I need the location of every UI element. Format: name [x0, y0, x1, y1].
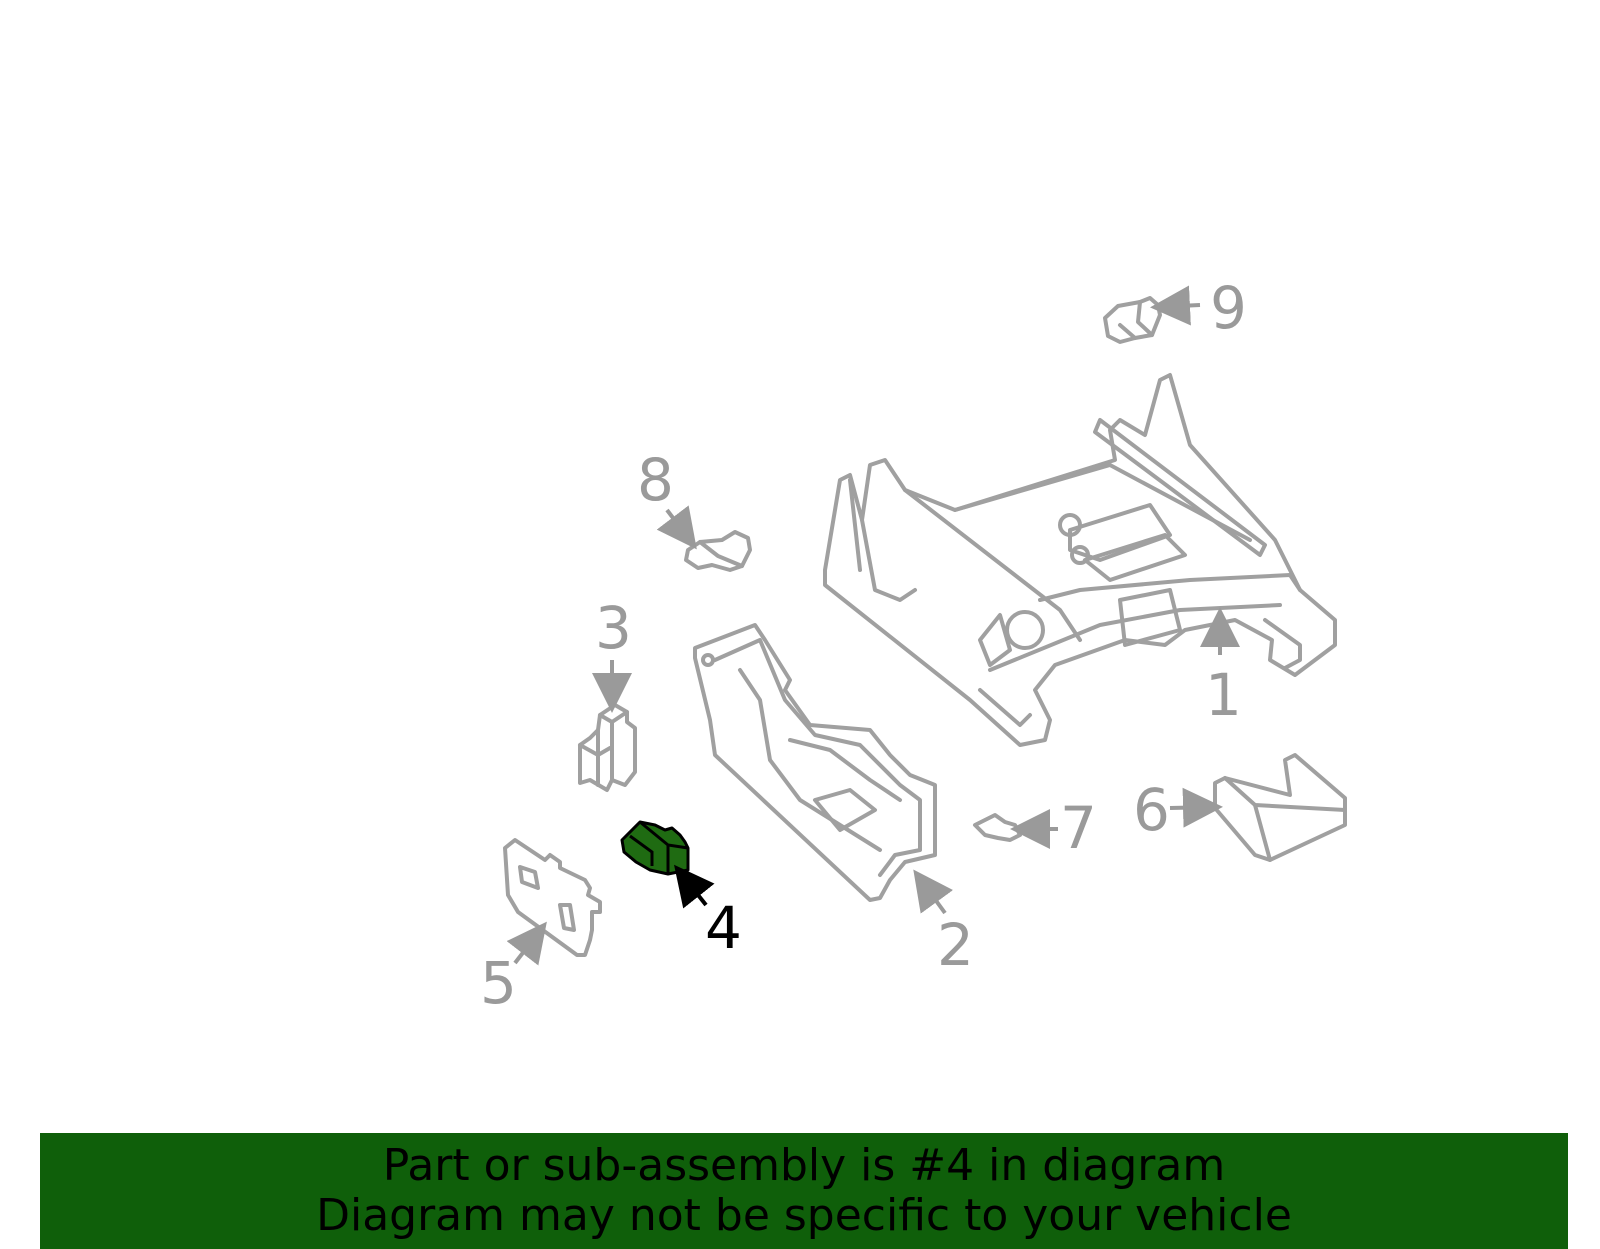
banner-line-1: Part or sub-assembly is #4 in diagram [382, 1140, 1226, 1191]
callout-2: 2 [937, 911, 974, 979]
part-9-cap[interactable] [1103, 296, 1162, 344]
part-4-knob-highlighted[interactable] [620, 820, 690, 876]
leader-2 [913, 869, 954, 915]
leader-8 [656, 505, 697, 550]
part-5-bezel[interactable] [503, 838, 602, 957]
part-8-cap[interactable] [684, 530, 752, 572]
callout-3: 3 [595, 594, 632, 662]
part-3-switch[interactable] [578, 703, 637, 792]
part-1-seat-frame[interactable] [823, 373, 1337, 747]
callout-7: 7 [1060, 794, 1097, 862]
leader-4 [674, 864, 715, 909]
part-2-side-cover[interactable] [693, 623, 937, 902]
banner-line-2: Diagram may not be specific to your vehi… [316, 1190, 1292, 1241]
callout-8: 8 [637, 446, 674, 514]
callout-1: 1 [1205, 661, 1242, 729]
part-7-clip[interactable] [973, 813, 1022, 842]
leader-5 [506, 921, 547, 966]
callout-6: 6 [1133, 776, 1170, 844]
callout-9: 9 [1210, 274, 1247, 342]
leader-6 [1169, 787, 1223, 828]
leader-9 [1150, 285, 1201, 326]
callout-5: 5 [480, 949, 517, 1017]
callout-4: 4 [705, 894, 742, 962]
part-6-tray[interactable] [1213, 753, 1347, 862]
info-banner: Part or sub-assembly is #4 in diagram Di… [40, 1133, 1568, 1249]
